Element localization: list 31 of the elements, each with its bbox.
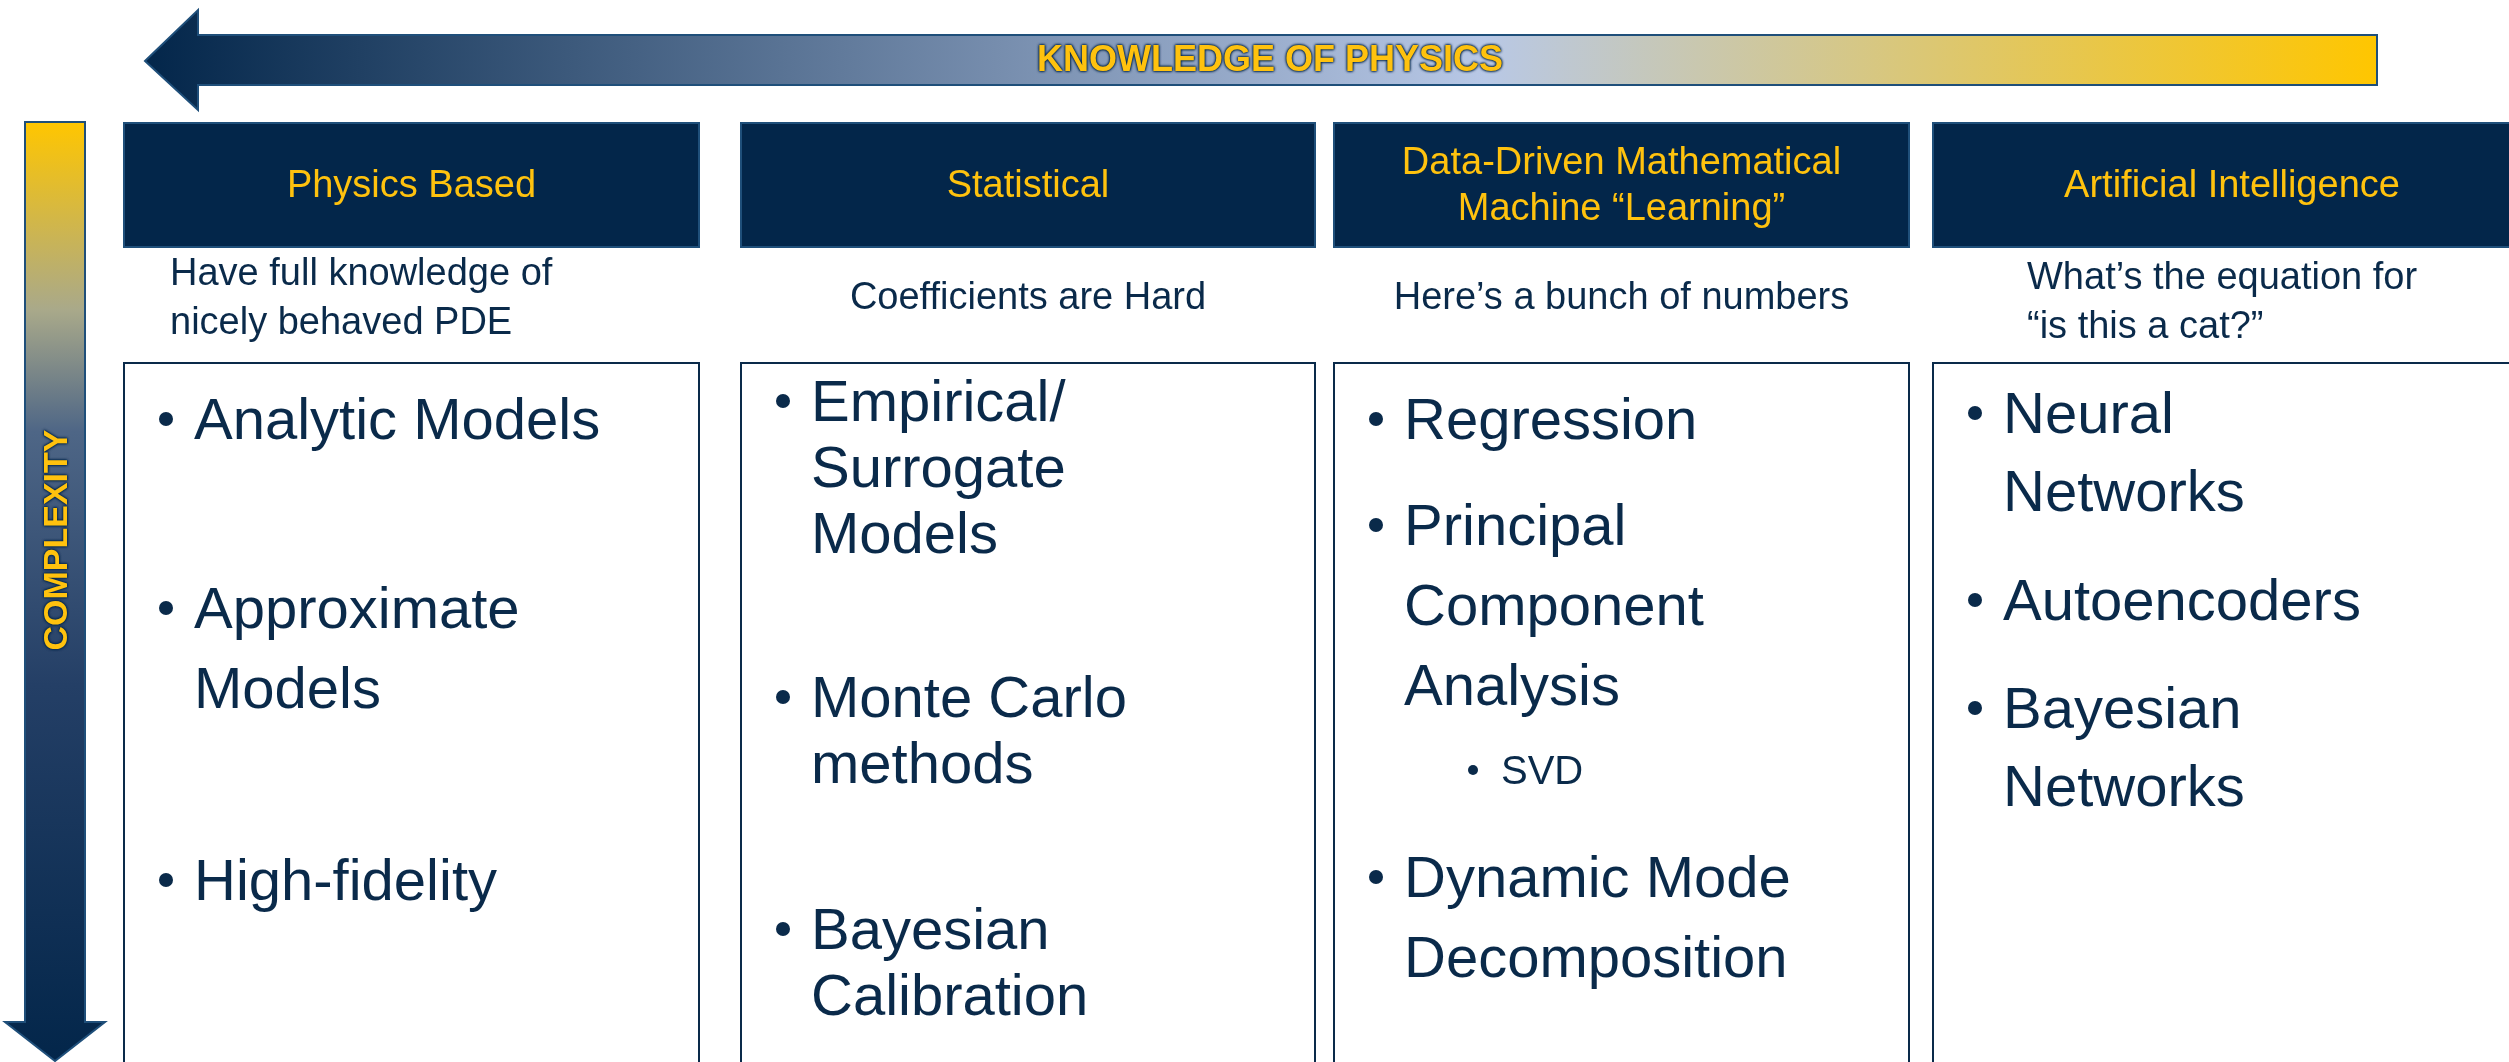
list-item: Autoencoders: [2003, 566, 2362, 634]
column-title: Statistical: [946, 162, 1110, 208]
header-box: [1932, 122, 2509, 248]
column-subtitle: Here’s a bunch of numbers: [1392, 274, 1851, 319]
column-subtitle: Have full knowledge of nicely behaved PDE: [170, 250, 554, 345]
list-panel: [1333, 362, 1910, 1062]
list-item: Dynamic Mode Decomposition: [1404, 843, 1792, 991]
list-item: Principal Component Analysis: [1404, 491, 1705, 719]
list-item: Neural Networks: [2003, 379, 2246, 525]
column-title: Artificial Intelligence: [2064, 162, 2400, 208]
list-item: Bayesian Networks: [2003, 674, 2246, 820]
list-item: SVD: [1501, 747, 1585, 794]
list-panel: [740, 362, 1316, 1062]
list-panel: [1932, 362, 2509, 1062]
list-item: Empirical/ Surrogate Models: [811, 368, 1067, 566]
axis-label: KNOWLEDGE OF PHYSICS: [1036, 38, 1504, 80]
list-panel: [123, 362, 700, 1062]
header-box: [740, 122, 1316, 248]
list-item: Analytic Models: [194, 385, 602, 453]
header-box: [1333, 122, 1910, 248]
list-item: Regression: [1404, 385, 1699, 453]
column-subtitle: Coefficients are Hard: [848, 274, 1208, 319]
column-title: Physics Based: [286, 162, 537, 208]
list-item: Bayesian Calibration: [811, 896, 1090, 1028]
column-subtitle: What’s the equation for “is this a cat?”: [2027, 254, 2419, 349]
axis-label: COMPLEXITY: [35, 429, 75, 651]
list-item: Monte Carlo methods: [811, 664, 1128, 796]
list-item: High-fidelity: [194, 846, 498, 914]
column-title: Data-Driven Mathematical Machine “Learning”: [1400, 139, 1843, 230]
list-item: Approximate Models: [194, 574, 521, 722]
header-box: [123, 122, 700, 248]
